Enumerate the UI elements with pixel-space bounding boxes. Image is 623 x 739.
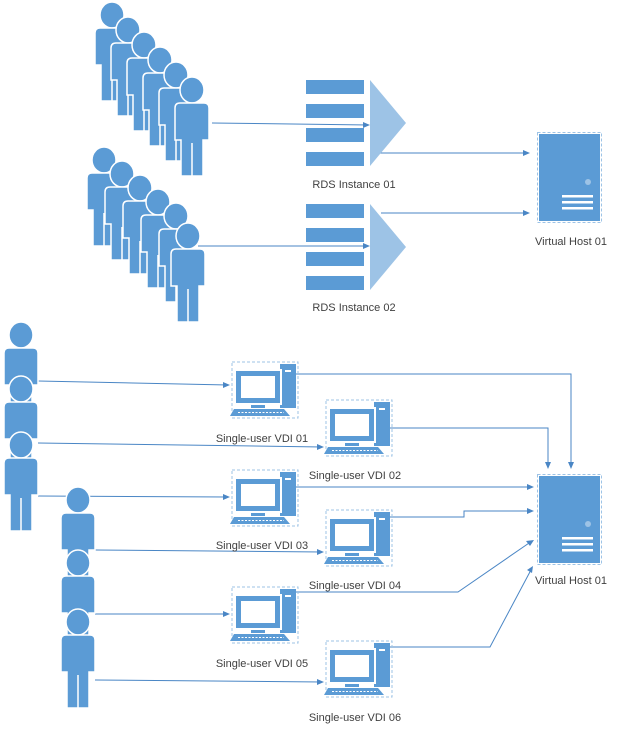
vdi-desktop-label: Single-user VDI 01 — [216, 433, 308, 445]
desktop-computer-icon — [323, 399, 393, 457]
vdi-host-arrowheads — [526, 462, 574, 573]
vdi-desktop-label: Single-user VDI 03 — [216, 540, 308, 552]
vdi-user-arrowheads — [223, 382, 324, 685]
server-icon — [537, 474, 602, 565]
rds-instance-label: RDS Instance 02 — [312, 302, 395, 314]
rds-instance-label: RDS Instance 01 — [312, 179, 395, 191]
vdi-desktop-label: Single-user VDI 05 — [216, 658, 308, 670]
server-icon — [537, 132, 602, 223]
vdi-desktop-03: Single-user VDI 03 — [216, 469, 308, 552]
vdi-desktop-05: Single-user VDI 05 — [216, 586, 308, 670]
vdi-host-connectors — [296, 373, 572, 648]
user-icon — [3, 431, 39, 532]
desktop-computer-icon — [323, 509, 393, 567]
virtual-host-label: Virtual Host 01 — [535, 575, 607, 587]
desktop-computer-icon — [323, 640, 393, 698]
desktop-computer-icon — [229, 469, 299, 527]
rds-instance-01: RDS Instance 01 — [306, 80, 406, 191]
rds-instance-icon — [306, 204, 406, 290]
vdi-desktop-label: Single-user VDI 04 — [309, 580, 401, 592]
virtual-host-top: Virtual Host 01 — [535, 132, 607, 248]
vdi-desktop-label: Single-user VDI 02 — [309, 470, 401, 482]
vdi-desktop-01: Single-user VDI 01 — [216, 361, 308, 445]
virtual-host-bottom: Virtual Host 01 — [535, 474, 607, 587]
desktop-computer-icon — [229, 586, 299, 644]
user-icon — [60, 608, 96, 709]
rds-arrowheads — [363, 122, 530, 249]
rds-connectors — [198, 122, 528, 247]
rds-instance-02: RDS Instance 02 — [306, 204, 406, 314]
virtual-host-label: Virtual Host 01 — [535, 236, 607, 248]
desktop-computer-icon — [229, 361, 299, 419]
vdi-desktop-06: Single-user VDI 06 — [309, 640, 401, 724]
vdi-desktop-04: Single-user VDI 04 — [309, 509, 401, 592]
vdi-desktop-label: Single-user VDI 06 — [309, 712, 401, 724]
vdi-desktop-02: Single-user VDI 02 — [309, 399, 401, 482]
vdi-users — [3, 321, 96, 709]
